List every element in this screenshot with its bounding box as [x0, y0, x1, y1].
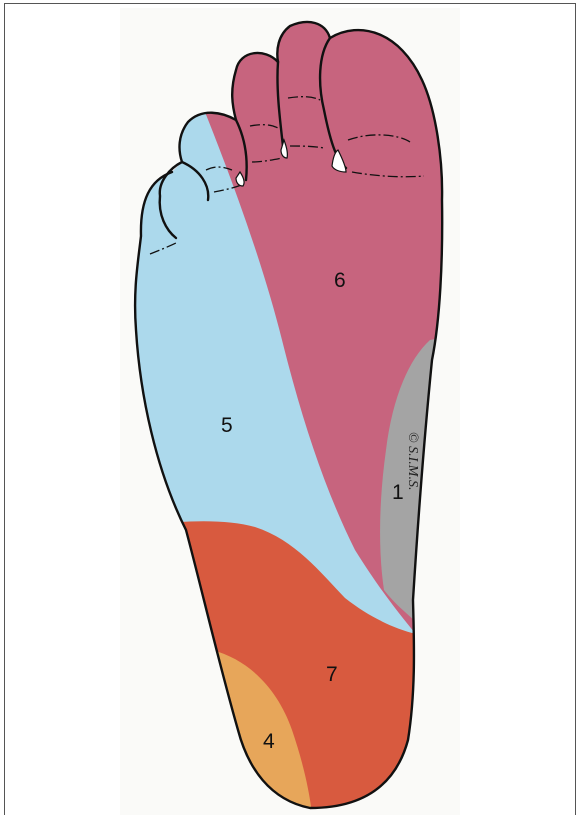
- zone-label-6: 6: [334, 269, 346, 292]
- copyright-credit: © S.I.M.S.: [402, 432, 420, 522]
- zone-label-7: 7: [326, 663, 338, 686]
- zone-label-5: 5: [221, 414, 233, 437]
- zone-label-4: 4: [263, 730, 275, 753]
